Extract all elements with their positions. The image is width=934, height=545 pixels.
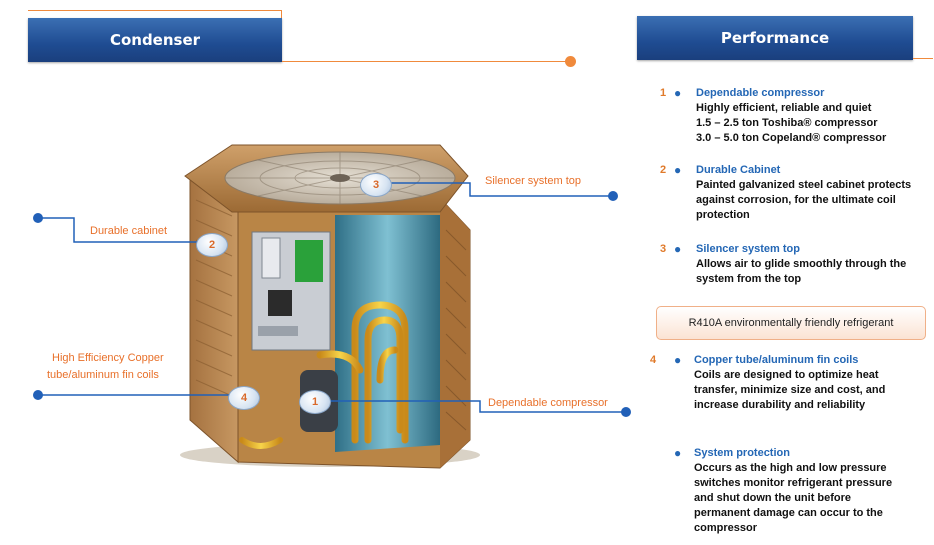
performance-header: Performance (637, 16, 913, 60)
perf-item-coils: 4 ● Copper tube/aluminum fin coils Coils… (650, 353, 920, 413)
perf-item-body-line: Occurs as the high and low pressure (694, 462, 887, 474)
cabinet-badge-number: 2 (208, 239, 216, 251)
perf-item-body-line: Coils are designed to optimize heat (694, 369, 879, 381)
compressor-badge: 1 (299, 390, 331, 414)
perf-item-body-line: compressor (694, 522, 757, 534)
perf-item-body-line: system from the top (696, 273, 802, 285)
cabinet-leader-dot (33, 213, 43, 223)
perf-item-title: Durable Cabinet (696, 164, 781, 176)
condenser-header: Condenser (28, 18, 282, 62)
bullet-icon: ● (674, 242, 682, 256)
bullet-icon: ● (674, 163, 682, 177)
silencer-callout-label: Silencer system top (485, 175, 581, 187)
compressor-badge-number: 1 (311, 396, 319, 408)
cabinet-callout-label: Durable cabinet (90, 225, 168, 237)
perf-item-cabinet: 2 ● Durable Cabinet Painted galvanized s… (660, 163, 930, 223)
condenser-top-rule (28, 10, 282, 11)
perf-item-silencer: 3 ● Silencer system top Allows air to gl… (660, 242, 930, 287)
copper-leader-dot (33, 390, 43, 400)
perf-item-body-line: switches monitor refrigerant pressure (694, 477, 893, 489)
perf-item-body-line: protection (696, 209, 750, 221)
bullet-icon: ● (674, 353, 682, 367)
perf-item-body-line: Allows air to glide smoothly through the (696, 258, 907, 270)
perf-item-number: 4 (650, 354, 657, 366)
compressor-callout-label: Dependable compressor (488, 397, 608, 409)
silencer-badge: 3 (360, 173, 392, 197)
perf-item-body-line: against corrosion, for the ultimate coil (696, 194, 896, 206)
perf-item-number: 2 (660, 164, 667, 176)
copper-callout-label-line1: High Efficiency Copper (52, 352, 164, 364)
copper-badge-number: 4 (240, 392, 248, 404)
condenser-header-label: Condenser (109, 31, 201, 49)
perf-item-title: Copper tube/aluminum fin coils (694, 354, 859, 366)
cabinet-badge: 2 (196, 233, 228, 257)
perf-item-body-line: Highly efficient, reliable and quiet (696, 102, 872, 114)
perf-item-number: 3 (660, 243, 667, 255)
perf-item-number: 1 (660, 87, 667, 99)
bullet-icon: ● (674, 86, 682, 100)
perf-item-title: Silencer system top (696, 243, 800, 255)
copper-callout-label-line2: tube/aluminum fin coils (47, 369, 159, 381)
perf-item-body-line: 3.0 – 5.0 ton Copeland® compressor (696, 132, 887, 144)
perf-item-compressor: 1 ● Dependable compressor Highly efficie… (660, 86, 930, 146)
perf-item-body-line: transfer, minimize size and cost, and (694, 384, 886, 396)
refrigerant-note: R410A environmentally friendly refrigera… (656, 306, 926, 340)
perf-item-body-line: increase durability and reliability (694, 399, 866, 411)
condenser-underline (282, 61, 572, 62)
condenser-underline-dot (565, 56, 576, 67)
compressor-leader-dot (621, 407, 631, 417)
performance-underline (913, 58, 933, 59)
perf-item-body-line: permanent damage can occur to the (694, 507, 883, 519)
refrigerant-note-text: R410A environmentally friendly refrigera… (688, 317, 894, 329)
performance-header-label: Performance (720, 29, 830, 47)
perf-item-body-line: Painted galvanized steel cabinet protect… (696, 179, 912, 191)
perf-item-body-line: 1.5 – 2.5 ton Toshiba® compressor (696, 117, 878, 129)
perf-item-title: Dependable compressor (696, 87, 825, 99)
perf-item-protection: ● System protection Occurs as the high a… (650, 446, 920, 536)
silencer-leader-dot (608, 191, 618, 201)
copper-badge: 4 (228, 386, 260, 410)
condenser-top-rule-tick (281, 10, 282, 18)
silencer-badge-number: 3 (372, 179, 380, 191)
bullet-icon: ● (674, 446, 682, 460)
perf-item-body-line: and shut down the unit before (694, 492, 852, 504)
perf-item-title: System protection (694, 447, 790, 459)
